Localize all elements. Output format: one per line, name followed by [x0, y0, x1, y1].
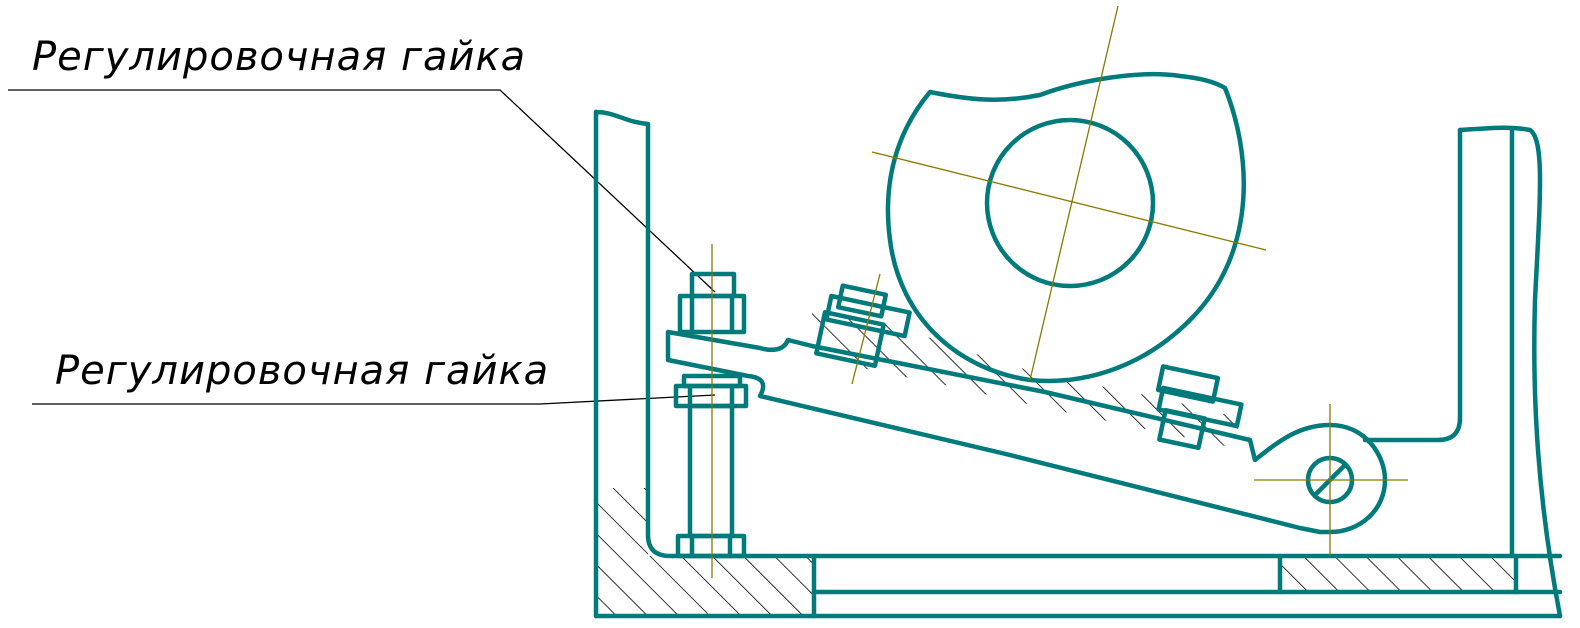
adjusting-nut-top-cap [689, 271, 737, 299]
base-nut [675, 533, 747, 559]
centerline-lever-bolt [851, 273, 881, 385]
lever-bolt-block-right-top [1155, 364, 1221, 404]
lever-bolt-block-left-bot [814, 309, 886, 369]
callout-label-lower: Регулировочная гайка [55, 348, 549, 394]
base-hatch-right [1280, 556, 1516, 592]
housing-wall-left [593, 109, 1563, 559]
cam-shaft-bore [984, 117, 1156, 289]
adjusting-bolt-shank [687, 403, 735, 539]
lever-bolt-block-left-mid [824, 293, 912, 339]
housing-wall-right-inner [1362, 127, 1463, 443]
center-lines [711, 5, 1408, 578]
base-hatch-left [596, 488, 648, 616]
centerline-cam-horizontal [871, 151, 1267, 251]
callout-label-upper: Регулировочная гайка [32, 34, 526, 80]
machine-outline [593, 72, 1563, 619]
cam-outline [885, 72, 1246, 384]
lever-outline [665, 329, 1388, 535]
centerline-cam-vertical [1029, 5, 1119, 381]
housing-wall-right [1457, 125, 1563, 619]
leader-line-lower [32, 394, 716, 405]
base-hatch-left-bottom [648, 556, 814, 616]
lever-bolt-block-right-bot [1157, 407, 1207, 451]
leader-lines [8, 89, 716, 405]
leader-line-upper [8, 89, 716, 293]
